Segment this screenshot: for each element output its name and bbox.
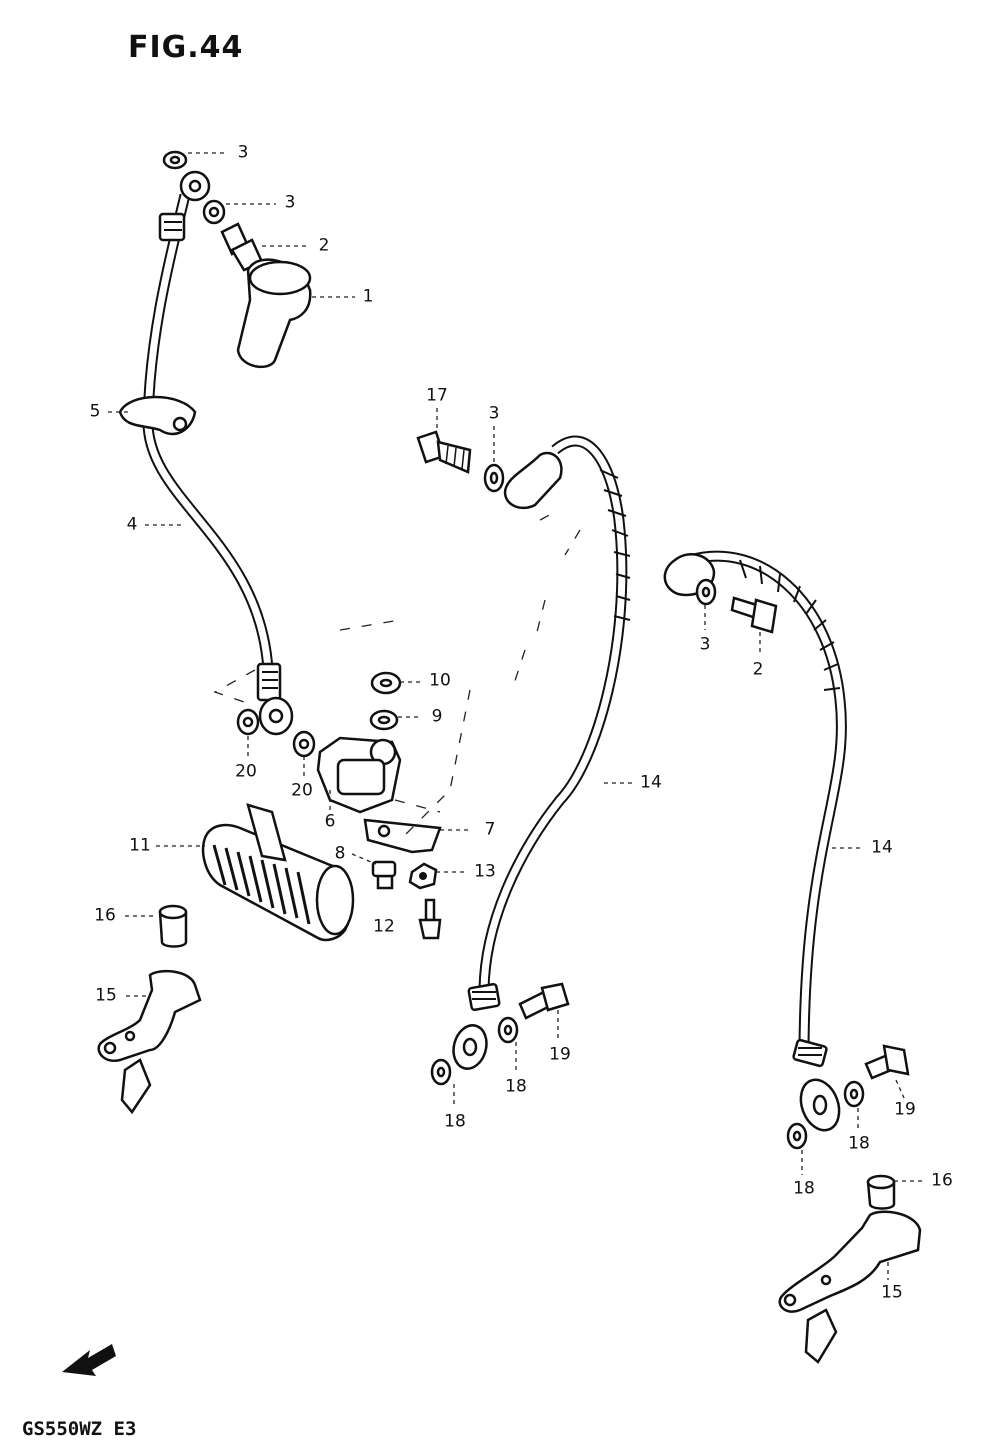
callout-10: 10 xyxy=(429,670,451,691)
hose-guide-15-left xyxy=(97,969,202,1115)
callout-18: 18 xyxy=(848,1133,870,1154)
callout-9: 9 xyxy=(431,706,443,727)
washer-3-right xyxy=(695,578,717,606)
callout-2: 2 xyxy=(318,235,330,256)
callout-12: 12 xyxy=(373,916,395,937)
callout-5: 5 xyxy=(89,401,101,422)
bracket-7 xyxy=(363,818,442,854)
callout-16: 16 xyxy=(931,1170,953,1191)
three-way-joint xyxy=(316,736,402,814)
callout-16: 16 xyxy=(94,905,116,926)
callout-3: 3 xyxy=(699,634,711,655)
hose-cap-1 xyxy=(236,258,312,369)
washer-20 xyxy=(236,708,316,758)
washer-3-mid xyxy=(483,463,505,493)
callout-3: 3 xyxy=(284,192,296,213)
callout-18: 18 xyxy=(793,1178,815,1199)
brake-hose-upper xyxy=(142,170,294,736)
callout-7: 7 xyxy=(484,819,496,840)
callout-4: 4 xyxy=(126,514,138,535)
nut-10 xyxy=(370,671,402,695)
callout-14: 14 xyxy=(640,772,662,793)
callout-2: 2 xyxy=(752,659,764,680)
callout-15: 15 xyxy=(95,985,117,1006)
union-bolt-19-left xyxy=(518,982,570,1020)
hose-guide-15-right xyxy=(778,1210,922,1364)
brake-hose-left xyxy=(452,435,631,1070)
grommet-16-left xyxy=(158,904,188,948)
callout-8: 8 xyxy=(334,843,346,864)
figure-title: FIG.44 xyxy=(128,30,244,65)
washer-3-top xyxy=(162,150,226,225)
callout-1: 1 xyxy=(362,286,374,307)
callout-18: 18 xyxy=(444,1111,466,1132)
front-arrow-icon xyxy=(62,1344,116,1376)
bolt-12 xyxy=(418,898,442,940)
callout-17: 17 xyxy=(426,385,448,406)
union-bolt-2-right xyxy=(730,596,778,634)
washer-9 xyxy=(369,709,399,731)
callout-15: 15 xyxy=(881,1282,903,1303)
callout-3: 3 xyxy=(488,403,500,424)
washer-18-right xyxy=(786,1080,865,1150)
screw-8 xyxy=(371,860,397,890)
callout-14: 14 xyxy=(871,837,893,858)
union-bolt-17 xyxy=(416,430,472,474)
hose-clamp xyxy=(118,395,197,436)
brake-joint-cover xyxy=(201,803,355,942)
callout-11: 11 xyxy=(129,835,151,856)
callout-3: 3 xyxy=(237,142,249,163)
callout-20: 20 xyxy=(291,780,313,801)
grommet-16-right xyxy=(866,1174,896,1210)
washer-18-mid xyxy=(430,1016,519,1086)
callout-20: 20 xyxy=(235,761,257,782)
callout-13: 13 xyxy=(474,861,496,882)
callout-19: 19 xyxy=(894,1099,916,1120)
callout-19: 19 xyxy=(549,1044,571,1065)
callout-6: 6 xyxy=(324,811,336,832)
callout-18: 18 xyxy=(505,1076,527,1097)
brake-hose-right xyxy=(663,550,847,1132)
union-bolt-19-right xyxy=(864,1044,910,1080)
nut-13 xyxy=(408,862,438,890)
model-code: GS550WZ E3 xyxy=(22,1418,137,1440)
